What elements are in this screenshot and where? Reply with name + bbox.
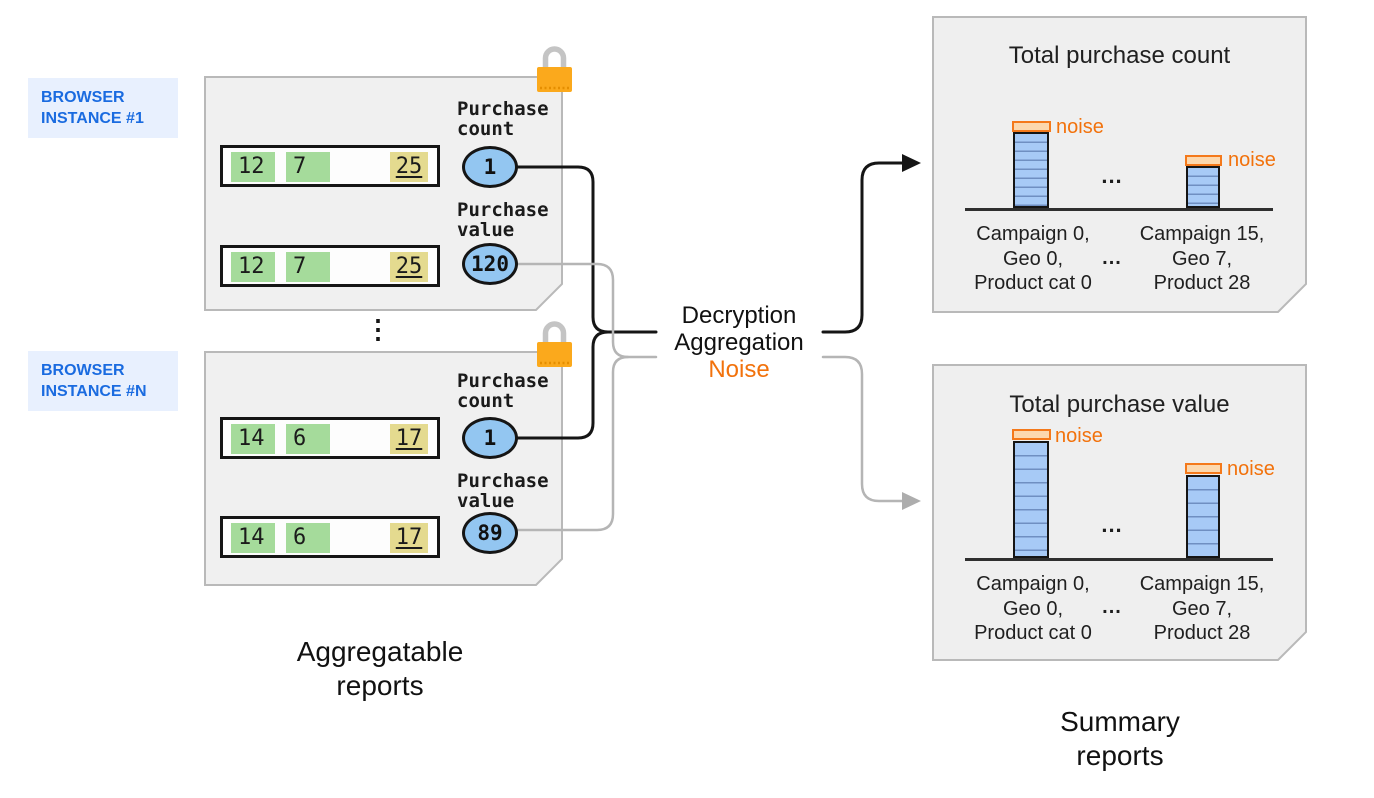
- key-chip: 12: [231, 152, 275, 182]
- key-chip: 7: [286, 152, 330, 182]
- browser-instance-n-label-line1: BROWSER: [41, 362, 125, 379]
- noise-label: noise: [1055, 425, 1103, 447]
- x-axis-count: [965, 208, 1273, 211]
- categories-ellipsis: ...: [1102, 247, 1122, 269]
- bars-ellipsis: ...: [1101, 512, 1123, 537]
- browser-instance-n-label-line2: INSTANCE #N: [41, 383, 147, 400]
- bucket-chip: 17: [390, 424, 428, 454]
- browser-instance-1-label-line2: INSTANCE #1: [41, 110, 144, 127]
- aggregatable-report-row: 12 7 25: [220, 245, 440, 287]
- connector-count-merge-2: [515, 330, 610, 440]
- connector-count-out: [821, 161, 904, 334]
- noise-cap: [1012, 429, 1051, 440]
- arrowhead-value-icon: [902, 492, 921, 510]
- key-chip: 14: [231, 424, 275, 454]
- connector-value-merge-1: [515, 262, 658, 359]
- key-chip: 6: [286, 523, 330, 553]
- key-chip: 6: [286, 424, 330, 454]
- noise-label: noise: [1056, 116, 1104, 138]
- chart-title-value: Total purchase value: [1009, 391, 1230, 418]
- categories-ellipsis: ...: [1102, 596, 1122, 618]
- lock-icon-1: [537, 46, 572, 92]
- purchase-count-label-1: Purchase count: [457, 98, 549, 140]
- purchase-value-label-2: Purchase value: [457, 470, 549, 512]
- aggregatable-report-row: 14 6 17: [220, 417, 440, 459]
- purchase-count-bubble-1: 1: [462, 146, 518, 188]
- noise-cap: [1185, 155, 1222, 166]
- value-category-2: Campaign 15, Geo 7, Product 28: [1139, 573, 1265, 644]
- browser-instance-n-label: BROWSER INSTANCE #N: [28, 351, 178, 411]
- connector-count-merge-1: [515, 165, 658, 334]
- noise-cap: [1185, 463, 1222, 474]
- aggregatable-report-row: 14 6 17: [220, 516, 440, 558]
- connector-value-merge-2: [515, 355, 630, 532]
- process-decryption: Decryption: [681, 302, 797, 329]
- count-category-2: Campaign 15, Geo 7, Product 28: [1139, 223, 1265, 294]
- bars-ellipsis: ...: [1101, 163, 1123, 188]
- purchase-count-bubble-2: 1: [462, 417, 518, 459]
- chart-title-count: Total purchase count: [1008, 42, 1231, 69]
- value-bar-1: [1013, 441, 1049, 558]
- value-category-1: Campaign 0, Geo 0, Product cat 0: [974, 573, 1092, 644]
- lock-icon-2: [537, 321, 572, 367]
- browser-instance-1-label-line1: BROWSER: [41, 89, 125, 106]
- purchase-count-label-2: Purchase count: [457, 370, 549, 412]
- purchase-value-label-1: Purchase value: [457, 199, 549, 241]
- aggregatable-reports-caption: Aggregatable reports: [296, 636, 464, 701]
- key-chip: 14: [231, 523, 275, 553]
- purchase-value-bubble-1: 120: [462, 243, 518, 285]
- process-noise: Noise: [708, 356, 770, 383]
- noise-cap: [1012, 121, 1051, 132]
- bucket-chip: 25: [390, 252, 428, 282]
- bucket-chip: 17: [390, 523, 428, 553]
- x-axis-value: [965, 558, 1273, 561]
- key-chip: 7: [286, 252, 330, 282]
- browser-instance-1-label: BROWSER INSTANCE #1: [28, 78, 178, 138]
- count-category-1: Campaign 0, Geo 0, Product cat 0: [974, 223, 1092, 294]
- summary-reports-caption: Summary reports: [1060, 706, 1180, 771]
- count-bar-2: [1186, 166, 1220, 208]
- purchase-value-bubble-2: 89: [462, 512, 518, 554]
- value-bar-2: [1186, 475, 1220, 558]
- connector-value-out: [821, 355, 904, 503]
- key-chip: 12: [231, 252, 275, 282]
- process-steps-label: Decryption Aggregation Noise: [639, 302, 839, 383]
- noise-label: noise: [1228, 149, 1276, 171]
- bucket-chip: 25: [390, 152, 428, 182]
- arrowhead-count-icon: [902, 154, 921, 172]
- summary-box-count: [932, 16, 1307, 313]
- aggregatable-report-row: 12 7 25: [220, 145, 440, 187]
- noise-label: noise: [1227, 458, 1275, 480]
- count-bar-1: [1013, 132, 1049, 208]
- more-instances-ellipsis: ⋮: [365, 314, 391, 344]
- process-aggregation: Aggregation: [674, 329, 804, 356]
